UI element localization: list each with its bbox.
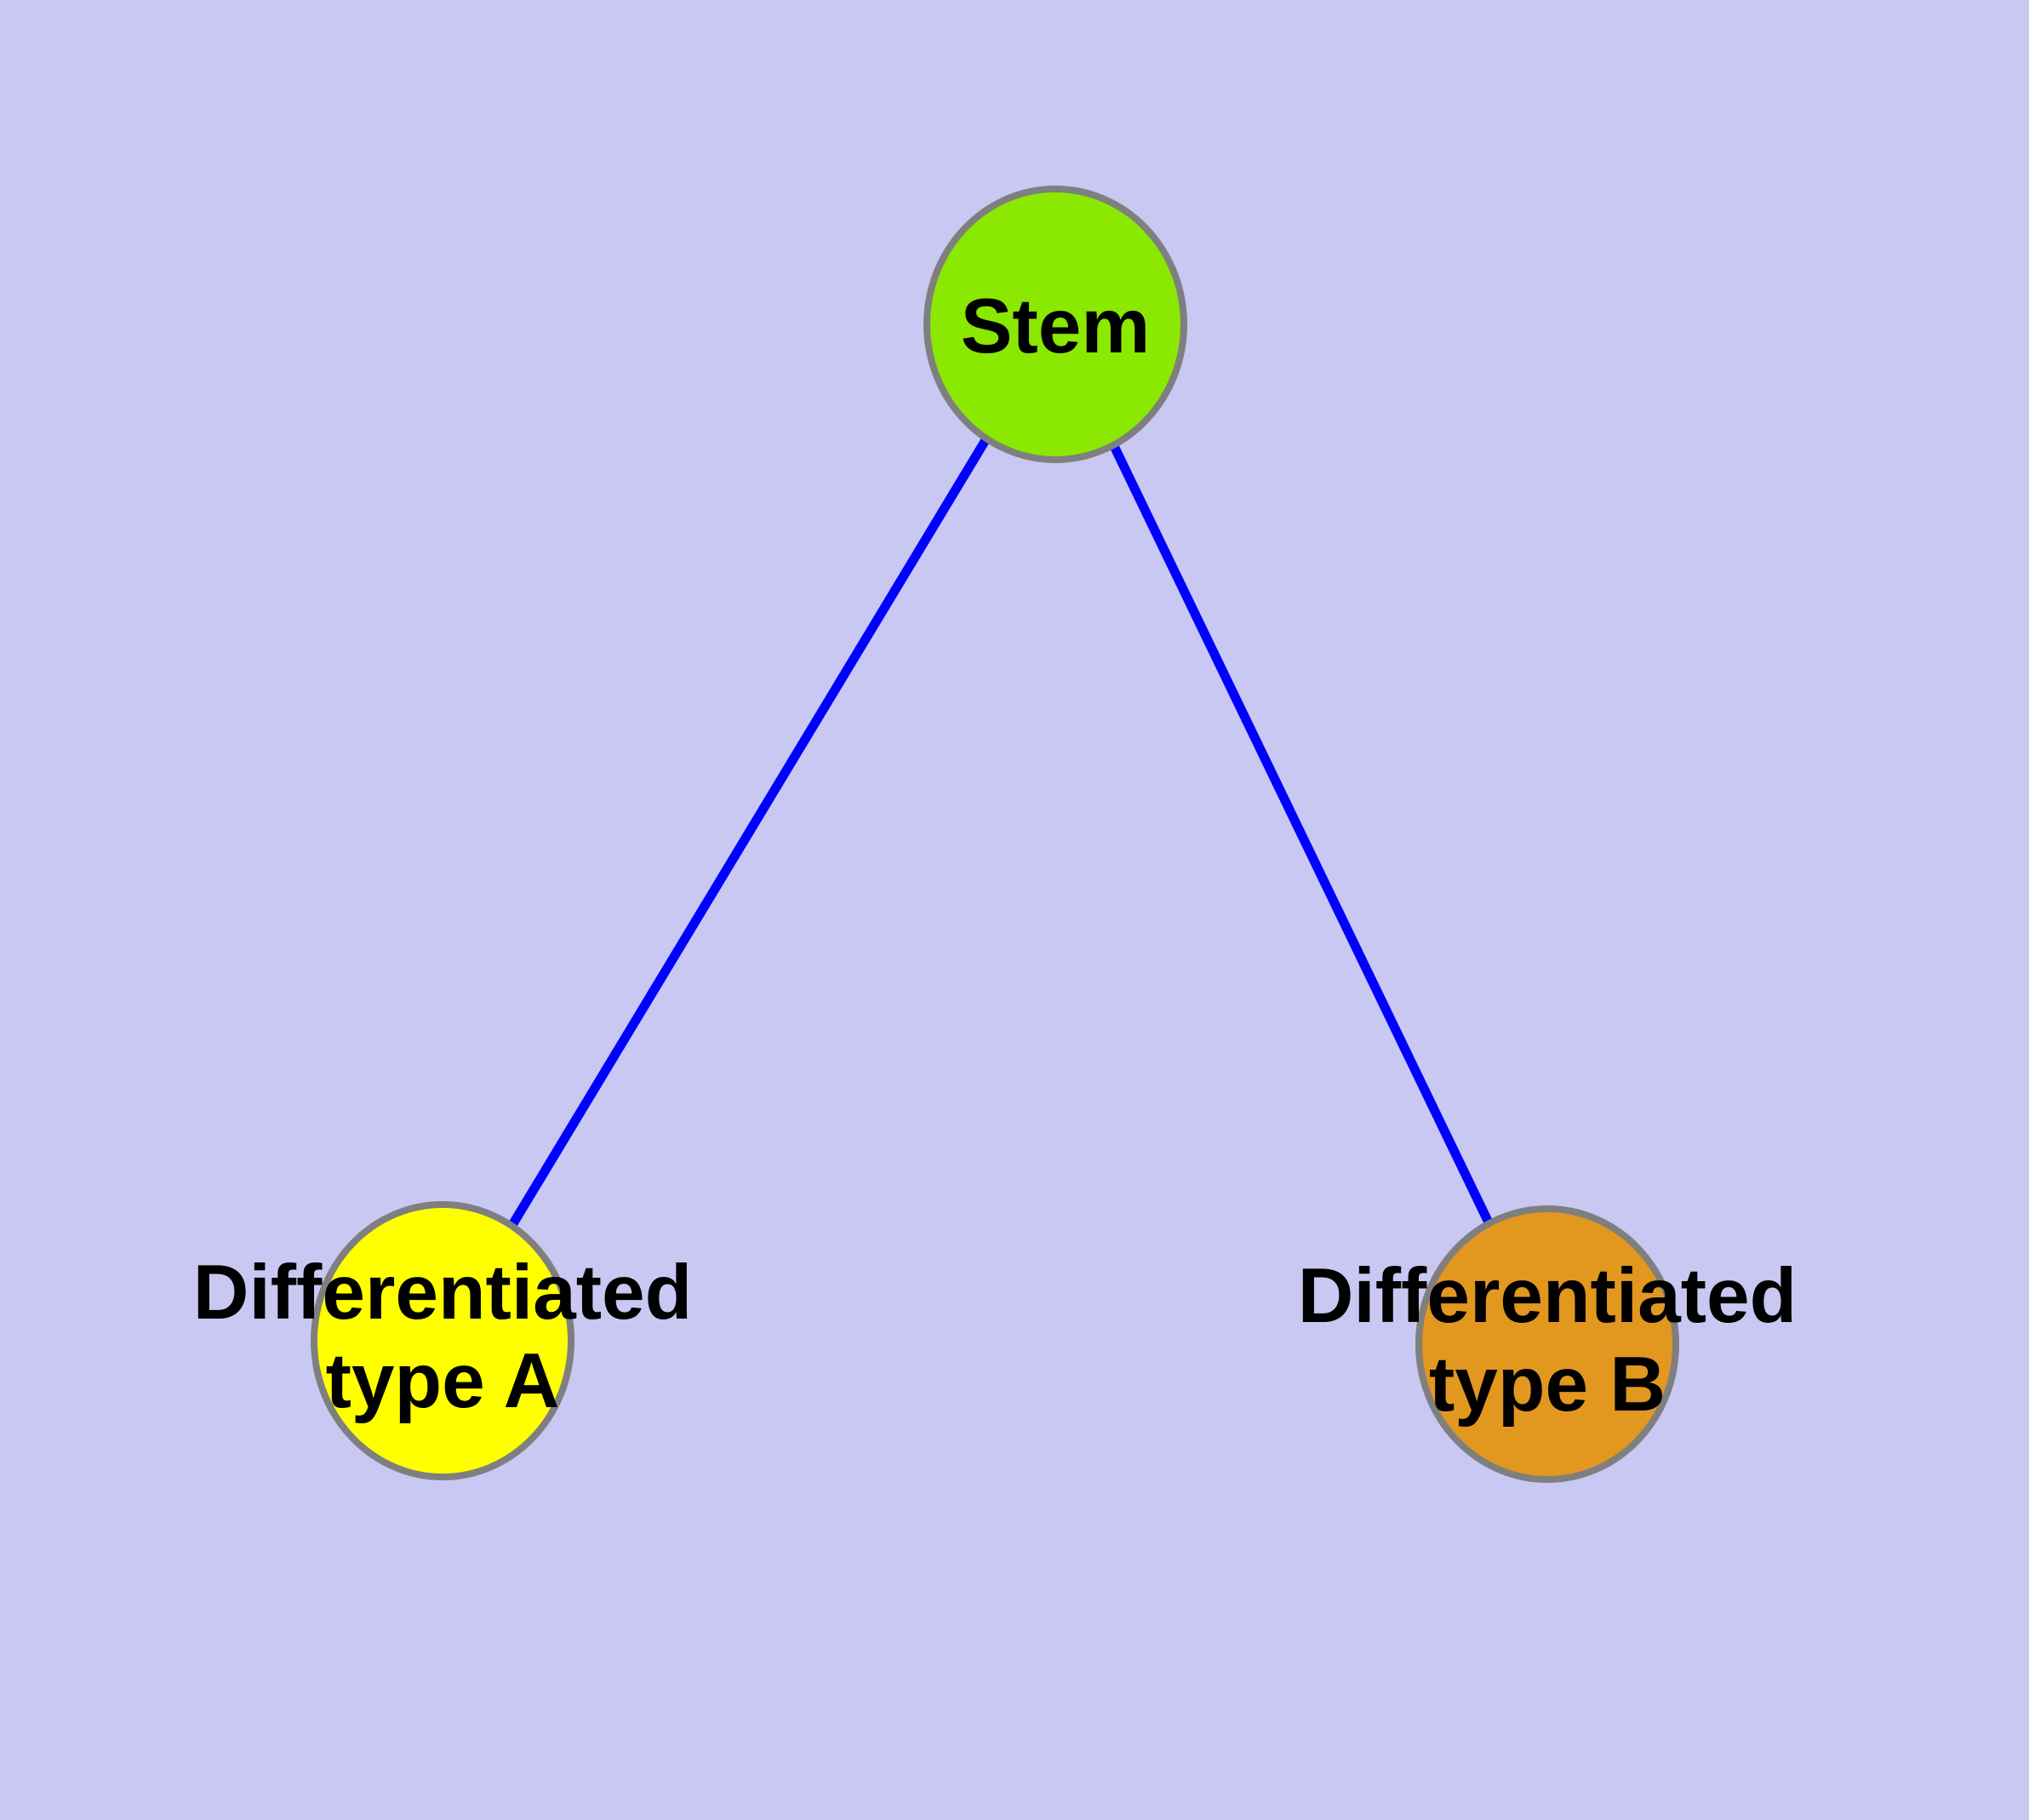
edge-stem-to-type-b: [1051, 322, 1552, 1347]
node-type-a-label-line1: Differentiated: [193, 1250, 693, 1336]
node-type-b-label-line2: type B: [1429, 1342, 1666, 1428]
node-type-b-label-line1: Differentiated: [1298, 1253, 1798, 1339]
node-stem-shape[interactable]: [923, 186, 1187, 463]
node-differentiated-type-b[interactable]: Differentiated type B: [1298, 1205, 1798, 1483]
node-type-a-shape[interactable]: [311, 1201, 574, 1480]
edge-stem-to-type-a: [438, 322, 1060, 1343]
node-stem-label: Stem: [961, 283, 1151, 369]
node-type-b-shape[interactable]: [1415, 1205, 1679, 1483]
node-type-a-label-line2: type A: [326, 1338, 560, 1424]
node-differentiated-type-a[interactable]: Differentiated type A: [193, 1201, 693, 1480]
node-stem[interactable]: Stem: [923, 186, 1187, 463]
